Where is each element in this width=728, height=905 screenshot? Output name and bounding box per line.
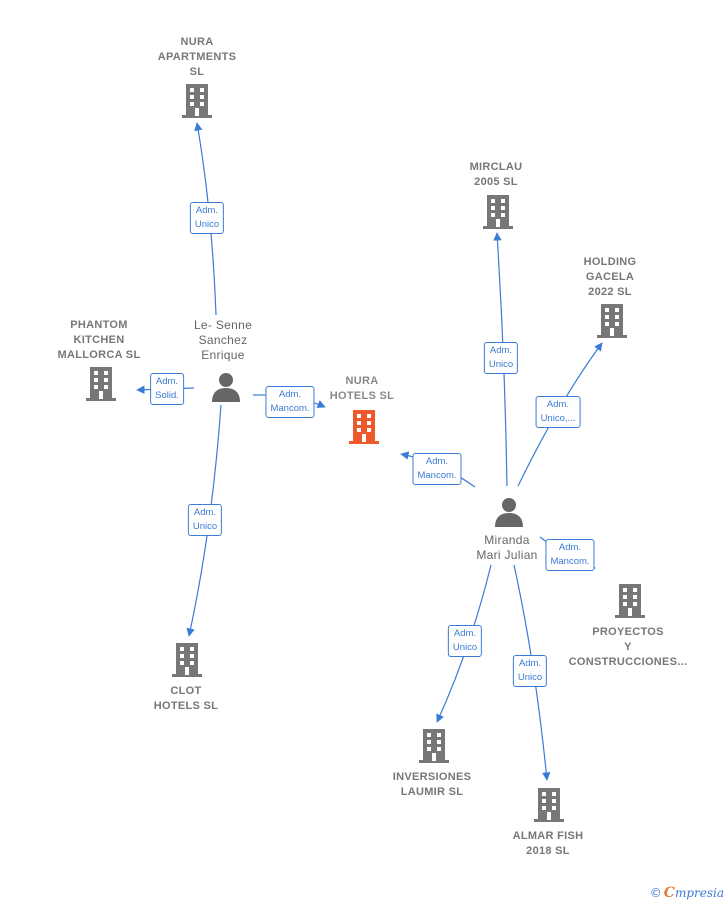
empresia-watermark: ©Cmpresia xyxy=(650,885,724,901)
edge-label-line: Adm. xyxy=(195,205,219,216)
node-label-line: 2005 SL xyxy=(474,176,518,188)
node-label-phantom-kitchen[interactable]: PHANTOM KITCHEN MALLORCA SL xyxy=(58,318,141,363)
building-icon-mirclau[interactable] xyxy=(483,195,513,229)
edge-label-holding_gacela[interactable]: Adm. Unico,... xyxy=(535,396,581,428)
node-label-mirclau[interactable]: MIRCLAU 2005 SL xyxy=(470,160,523,190)
node-label-line: CLOT xyxy=(170,685,202,697)
node-label-line: PROYECTOS xyxy=(592,626,664,638)
edge-label-line: Adm. xyxy=(425,456,449,467)
edge-label-line: Adm. xyxy=(546,399,570,410)
node-label-line: INVERSIONES xyxy=(392,771,472,783)
node-label-line: 2018 SL xyxy=(526,845,570,857)
node-label-line: HOLDING xyxy=(583,256,637,268)
node-label-nura-hotels[interactable]: NURA HOTELS SL xyxy=(330,374,394,404)
edge-label-nura_hotels[interactable]: Adm. Mancom. xyxy=(265,386,315,418)
edge-label-clot_hotels[interactable]: Adm. Unico xyxy=(187,504,223,536)
building-icon-holding-gacela[interactable] xyxy=(597,304,627,338)
building-icon-proyectos[interactable] xyxy=(615,584,645,618)
person-icon-le-senne[interactable] xyxy=(212,373,240,402)
node-label-line: MALLORCA SL xyxy=(57,349,141,361)
edge-label-line: Unico xyxy=(452,642,478,653)
brand-name: mpresia xyxy=(674,886,724,900)
edge-label-line: Unico xyxy=(517,672,543,683)
person-icon-miranda[interactable] xyxy=(495,498,523,527)
node-label-line: Mari Julian xyxy=(476,548,538,562)
edge-label-inversiones[interactable]: Adm. Unico xyxy=(447,625,483,657)
building-icon-clot-hotels[interactable] xyxy=(172,643,202,677)
copyright-icon: © xyxy=(649,886,662,900)
node-label-line: HOTELS SL xyxy=(329,390,395,402)
building-icon-nura-apartments[interactable] xyxy=(182,84,212,118)
edge-label-line: Unico xyxy=(192,521,218,532)
edge-label-line: Adm. xyxy=(518,658,542,669)
node-label-almar-fish[interactable]: ALMAR FISH 2018 SL xyxy=(513,829,584,859)
node-label-clot-hotels[interactable]: CLOT HOTELS SL xyxy=(154,684,218,714)
edge-label-proyectos[interactable]: Adm. Mancom. xyxy=(545,539,595,571)
node-label-line: GACELA xyxy=(585,271,635,283)
node-label-line: HOTELS SL xyxy=(153,700,219,712)
node-label-line: APARTMENTS xyxy=(157,51,237,63)
node-label-line: SL xyxy=(189,66,205,78)
node-label-line: Sanchez xyxy=(198,333,248,347)
node-label-line: Y xyxy=(624,641,632,653)
node-label-line: MIRCLAU xyxy=(469,161,523,173)
node-label-line: Enrique xyxy=(201,348,245,362)
edge-label-line: Adm. xyxy=(155,376,179,387)
edge-label-nura_apartments[interactable]: Adm. Unico xyxy=(189,202,225,234)
edge-label-line: Adm. xyxy=(193,507,217,518)
edge-label-line: Solid. xyxy=(155,390,179,401)
edge-label-phantom_kitchen[interactable]: Adm. Solid. xyxy=(150,373,184,405)
node-label-line: CONSTRUCCIONES... xyxy=(568,656,688,668)
node-label-inversiones[interactable]: INVERSIONES LAUMIR SL xyxy=(393,770,472,800)
node-label-line: ALMAR FISH xyxy=(512,830,584,842)
node-label-line: Le- Senne xyxy=(193,318,253,332)
edge-label-line: Unico xyxy=(194,219,220,230)
node-label-line: PHANTOM xyxy=(70,319,128,331)
node-label-line: Miranda xyxy=(484,533,530,547)
node-label-proyectos[interactable]: PROYECTOS Y CONSTRUCCIONES... xyxy=(569,625,688,670)
edge-label-line: Unico,... xyxy=(540,413,576,424)
edge-label-mirclau[interactable]: Adm. Unico xyxy=(483,342,519,374)
focus-building-icon-nura-hotels[interactable] xyxy=(349,410,379,444)
edge-label-line: Mancom. xyxy=(270,403,310,414)
edge-label-line: Adm. xyxy=(278,389,302,400)
node-label-holding-gacela[interactable]: HOLDING GACELA 2022 SL xyxy=(584,255,637,300)
edge-label-line: Adm. xyxy=(558,542,582,553)
edge-label-line: Adm. xyxy=(453,628,477,639)
node-label-line: KITCHEN xyxy=(73,334,125,346)
node-label-line: NURA xyxy=(345,375,379,387)
edge-label-line: Unico xyxy=(488,359,514,370)
edge-label-nura_hotels[interactable]: Adm. Mancom. xyxy=(412,453,462,485)
node-label-line: NURA xyxy=(180,36,214,48)
edge-label-almar_fish[interactable]: Adm. Unico xyxy=(512,655,548,687)
edge-label-line: Mancom. xyxy=(417,470,457,481)
building-icon-inversiones[interactable] xyxy=(419,729,449,763)
brand-initial: C xyxy=(663,885,675,901)
building-icon-almar-fish[interactable] xyxy=(534,788,564,822)
edge-label-line: Adm. xyxy=(489,345,513,356)
edge-label-line: Mancom. xyxy=(550,556,590,567)
node-label-line: LAUMIR SL xyxy=(400,786,464,798)
node-label-nura-apartments[interactable]: NURA APARTMENTS SL xyxy=(158,35,237,80)
node-label-line: 2022 SL xyxy=(588,286,632,298)
building-icon-phantom-kitchen[interactable] xyxy=(86,367,116,401)
